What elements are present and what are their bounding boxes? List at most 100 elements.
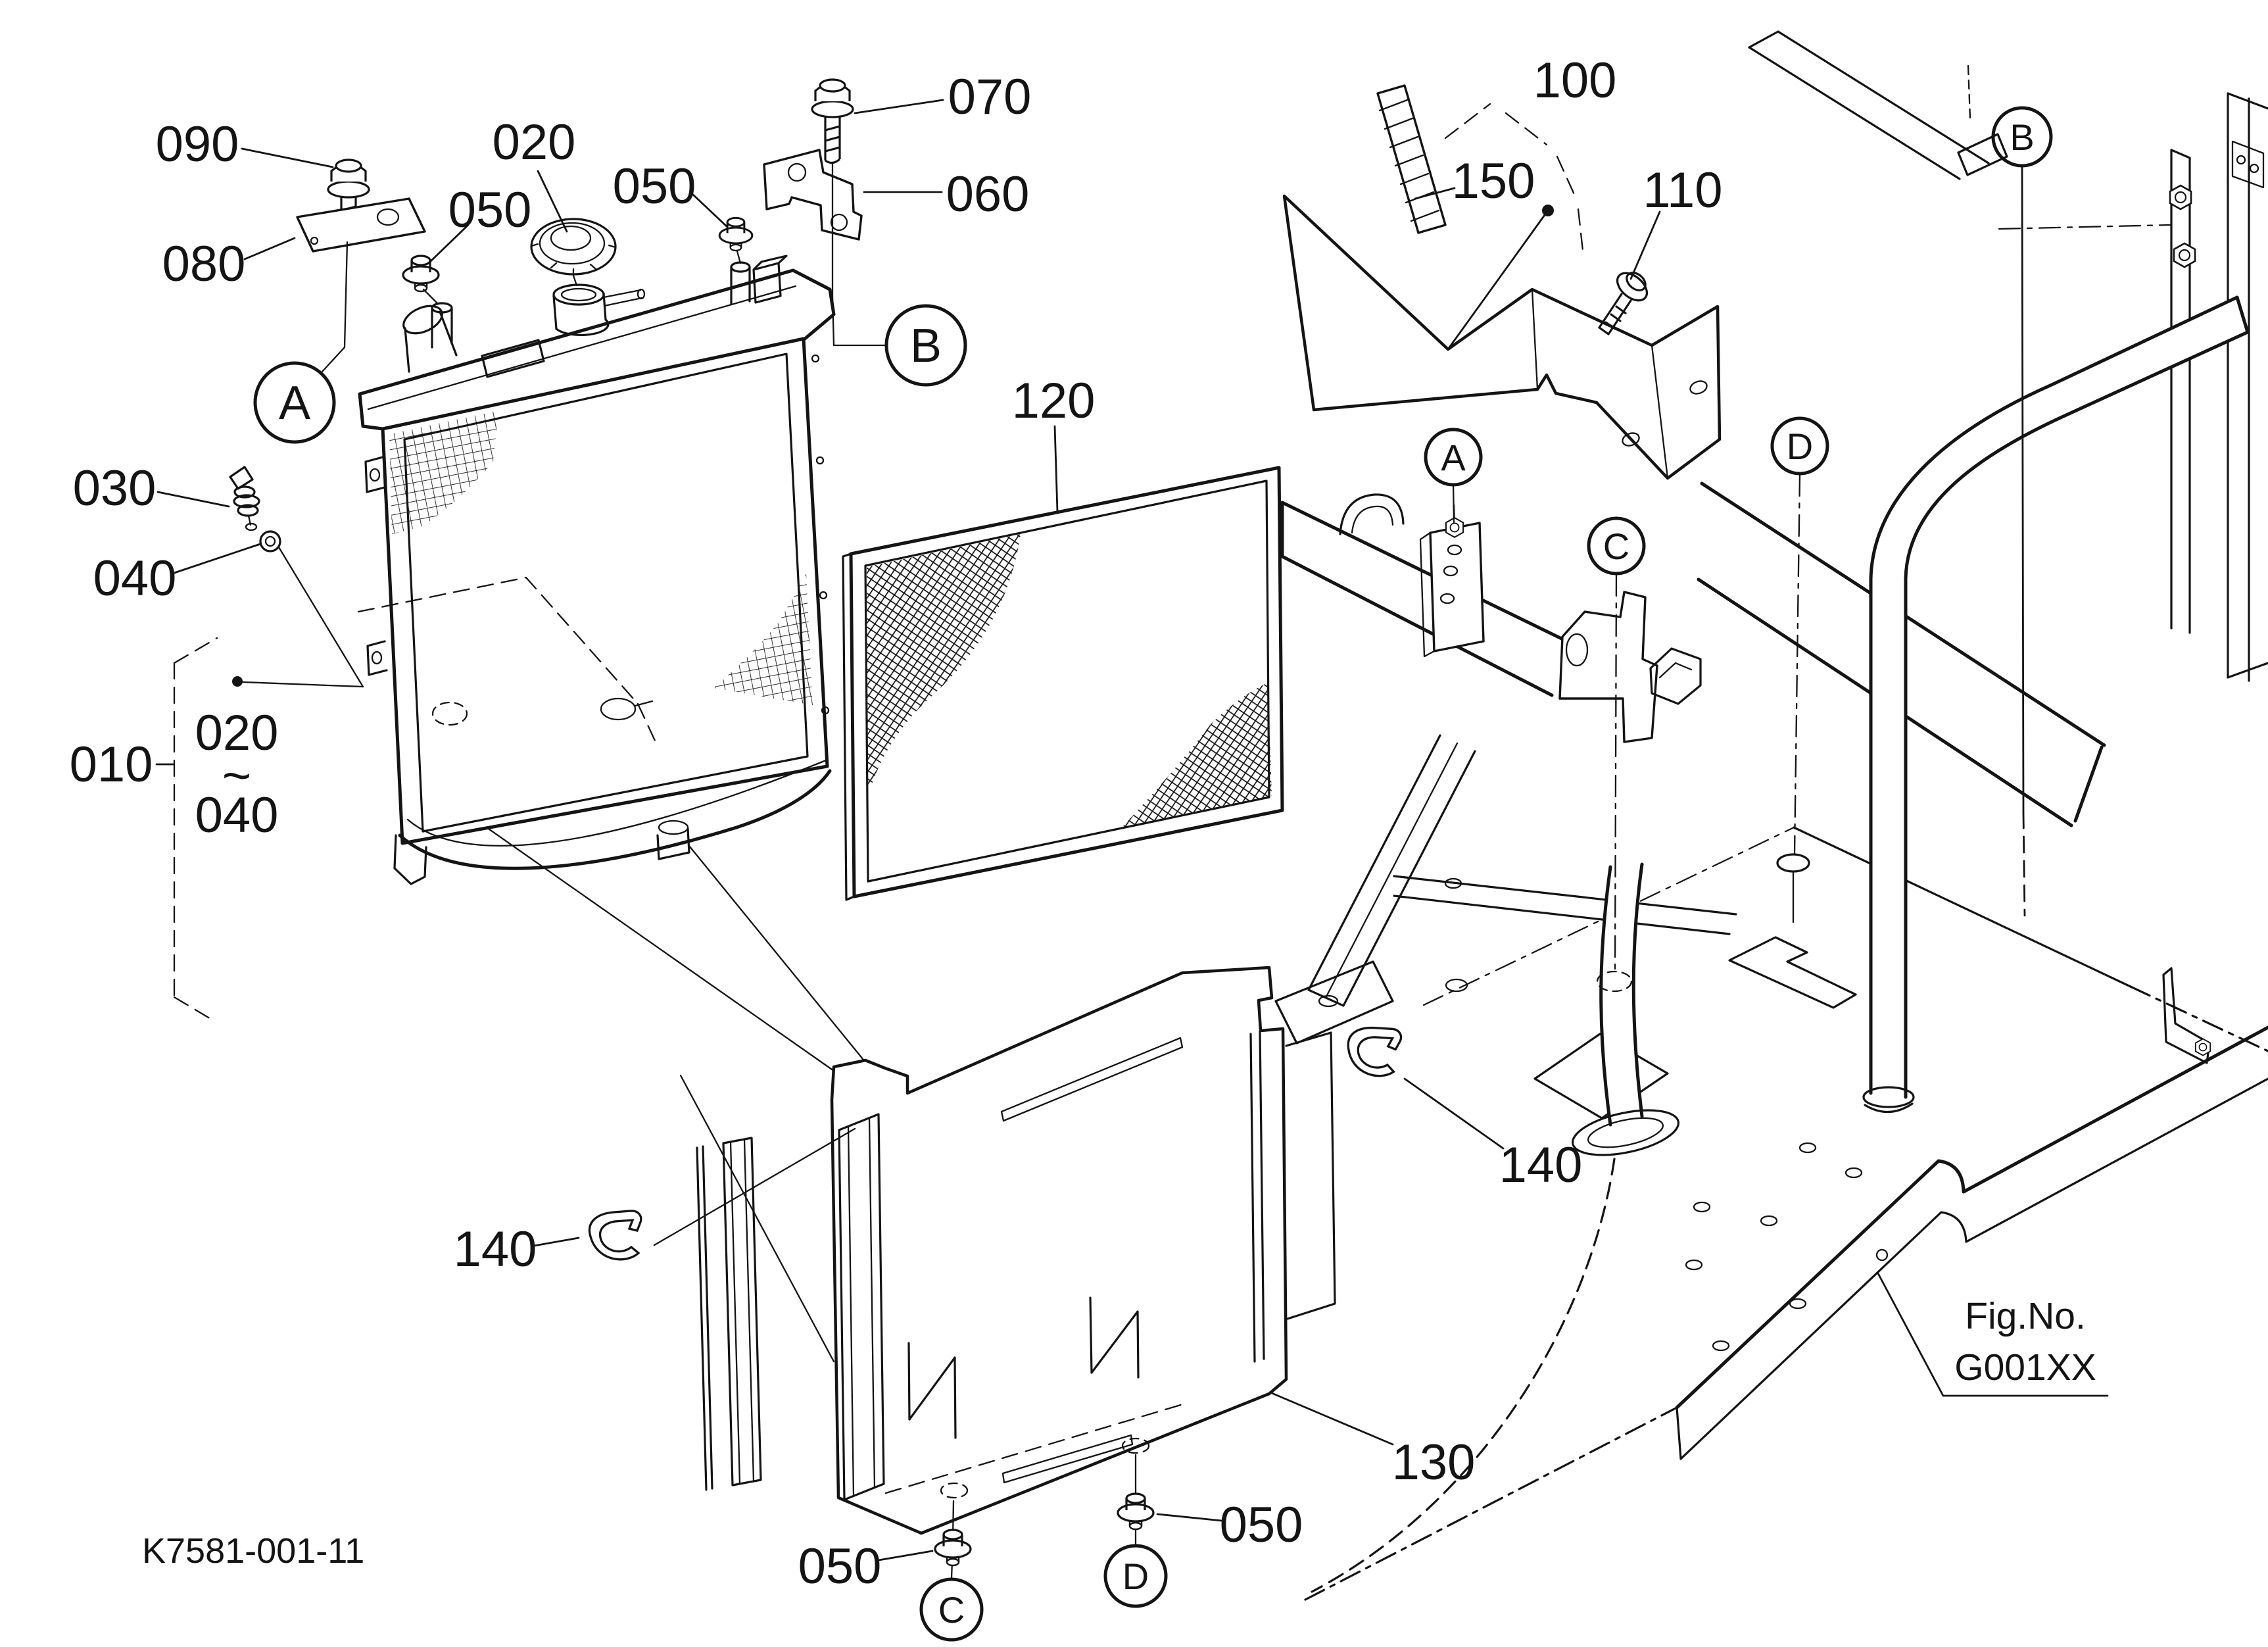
part-label-070: 070	[948, 69, 1032, 125]
part-label-050-b: 050	[613, 159, 696, 214]
rops-foot	[1862, 1086, 1915, 1108]
rear-plate-bolt	[2173, 242, 2196, 268]
radiator-core-frame	[381, 337, 829, 845]
leader-050-bottom-right	[1156, 1513, 1223, 1522]
radiator-fins-bottom-right	[713, 574, 813, 705]
bonnet-bracket	[1957, 133, 2008, 176]
lifting-ring-inner	[1351, 505, 1394, 534]
leader-140-right	[1403, 1077, 1505, 1150]
fan-shroud-130	[830, 966, 1336, 1535]
drain-valve-030	[229, 466, 260, 531]
side-seal-strips	[696, 1137, 762, 1491]
bracket-hole	[2249, 163, 2259, 174]
mount-channel-D	[1649, 647, 1702, 705]
drain-hidden	[431, 701, 468, 726]
deck-slot	[1728, 936, 1857, 1009]
part-label-140-right: 140	[1499, 1137, 1583, 1193]
rear-plate	[2170, 149, 2191, 634]
screen-panel-120	[842, 466, 1284, 901]
radiator-fins-top-left	[389, 410, 498, 534]
cap-stem-line	[572, 274, 578, 287]
hose-clamp-ring	[1571, 1109, 1680, 1156]
part-label-050-a: 050	[448, 182, 532, 238]
hose-hidden-path	[1311, 1158, 1616, 1593]
leader-050-bottom-left	[877, 1550, 934, 1561]
overflow-tube	[602, 289, 643, 307]
shroud-notch-right	[1089, 1296, 1140, 1379]
support-strut-inner	[1324, 742, 1459, 999]
side-tabs	[364, 456, 388, 676]
o-ring-040-inner	[264, 535, 276, 547]
leader-040	[171, 543, 262, 575]
figure-ref-number: G001XX	[1954, 1346, 2096, 1389]
mount-pin-left	[431, 307, 453, 349]
rear-plate-bolt	[2169, 184, 2192, 210]
mount-pin-right	[730, 266, 751, 305]
shroud-hole-C	[940, 1482, 969, 1499]
radiator-top-tank	[358, 268, 836, 431]
shroud-bottom-slot	[1001, 1434, 1134, 1484]
frame-centerline	[1998, 224, 2171, 230]
stem-070-to-B	[831, 162, 886, 347]
stem-090-to-A	[321, 241, 349, 373]
leader-030	[157, 491, 230, 508]
front-crossmember	[1280, 501, 1569, 697]
bonnet-hidden-line	[1967, 64, 1971, 120]
mount-hole-D-target	[1776, 853, 1810, 873]
group-range-from: 020	[195, 705, 279, 761]
bottom-peg	[656, 827, 690, 860]
rops-bar	[1862, 295, 2250, 1114]
grommet-050-bottom-right	[1117, 1492, 1155, 1531]
target-hole-C	[1596, 970, 1633, 993]
part-label-050-d: 050	[798, 1538, 882, 1594]
callout-circle-C-bottom: C	[938, 1589, 965, 1631]
part-label-080: 080	[162, 236, 246, 292]
platform	[1304, 826, 2268, 1601]
leader-080	[243, 237, 296, 260]
bottom-tank	[398, 769, 832, 870]
shroud-hole-D	[1121, 1437, 1150, 1454]
part-label-110: 110	[1643, 162, 1722, 218]
callout-circle-C-right: C	[1603, 526, 1629, 567]
right-edge-bracket	[2231, 140, 2265, 189]
hook-line-left	[653, 1127, 856, 1246]
cover-plate-100	[1282, 194, 1722, 480]
screen-mesh-bottom-right	[1122, 683, 1272, 827]
group-range-to: 040	[195, 787, 279, 843]
shroud-bend-line	[884, 1402, 1186, 1494]
figure-ref-prefix: Fig.No.	[1965, 1295, 2086, 1337]
leader-120	[1053, 425, 1059, 513]
hook-clip-140-right	[1343, 1021, 1403, 1080]
stem-A-right	[1452, 483, 1455, 524]
leader-110	[1629, 210, 1661, 280]
part-label-150: 150	[1452, 153, 1535, 209]
figure-reference: Fig.No. G001XX	[1877, 1272, 2109, 1397]
strut-foot-plate	[1274, 960, 1394, 1045]
part-label-100: 100	[1533, 53, 1617, 109]
bracket-060	[763, 149, 863, 241]
frame-structure	[1274, 30, 2268, 1601]
right-edge-frame	[2227, 92, 2268, 682]
stem-B-right	[2021, 164, 2025, 814]
shroud-notch-left	[907, 1342, 957, 1439]
radiator-hidden-lines	[357, 576, 656, 742]
callout-circle-B-right: B	[2010, 116, 2034, 158]
callout-circle-D-right: D	[1787, 426, 1813, 467]
group-range-tilde: ~	[222, 748, 251, 804]
leader-100	[1444, 103, 1585, 351]
leader-150	[1414, 187, 1456, 200]
part-label-060: 060	[946, 166, 1030, 222]
leader-090	[241, 147, 334, 168]
bracket-hole	[2236, 155, 2246, 165]
part-label-140-left: 140	[454, 1221, 537, 1277]
bonnet-frame-lines	[1748, 30, 1990, 180]
part-label-120: 120	[1012, 373, 1096, 429]
hook-clip-140-left	[588, 1210, 642, 1261]
screw-110	[1598, 272, 1649, 335]
leader-050-top-right	[692, 193, 729, 228]
part-labels: 090 080 050 020 070 060 050 030 040 010 …	[70, 53, 1723, 1594]
drawing-number: K7581-001-11	[142, 1531, 364, 1571]
callout-circle-A-right: A	[1441, 437, 1466, 478]
part-label-040: 040	[93, 551, 177, 606]
bottom-foot	[393, 834, 427, 885]
